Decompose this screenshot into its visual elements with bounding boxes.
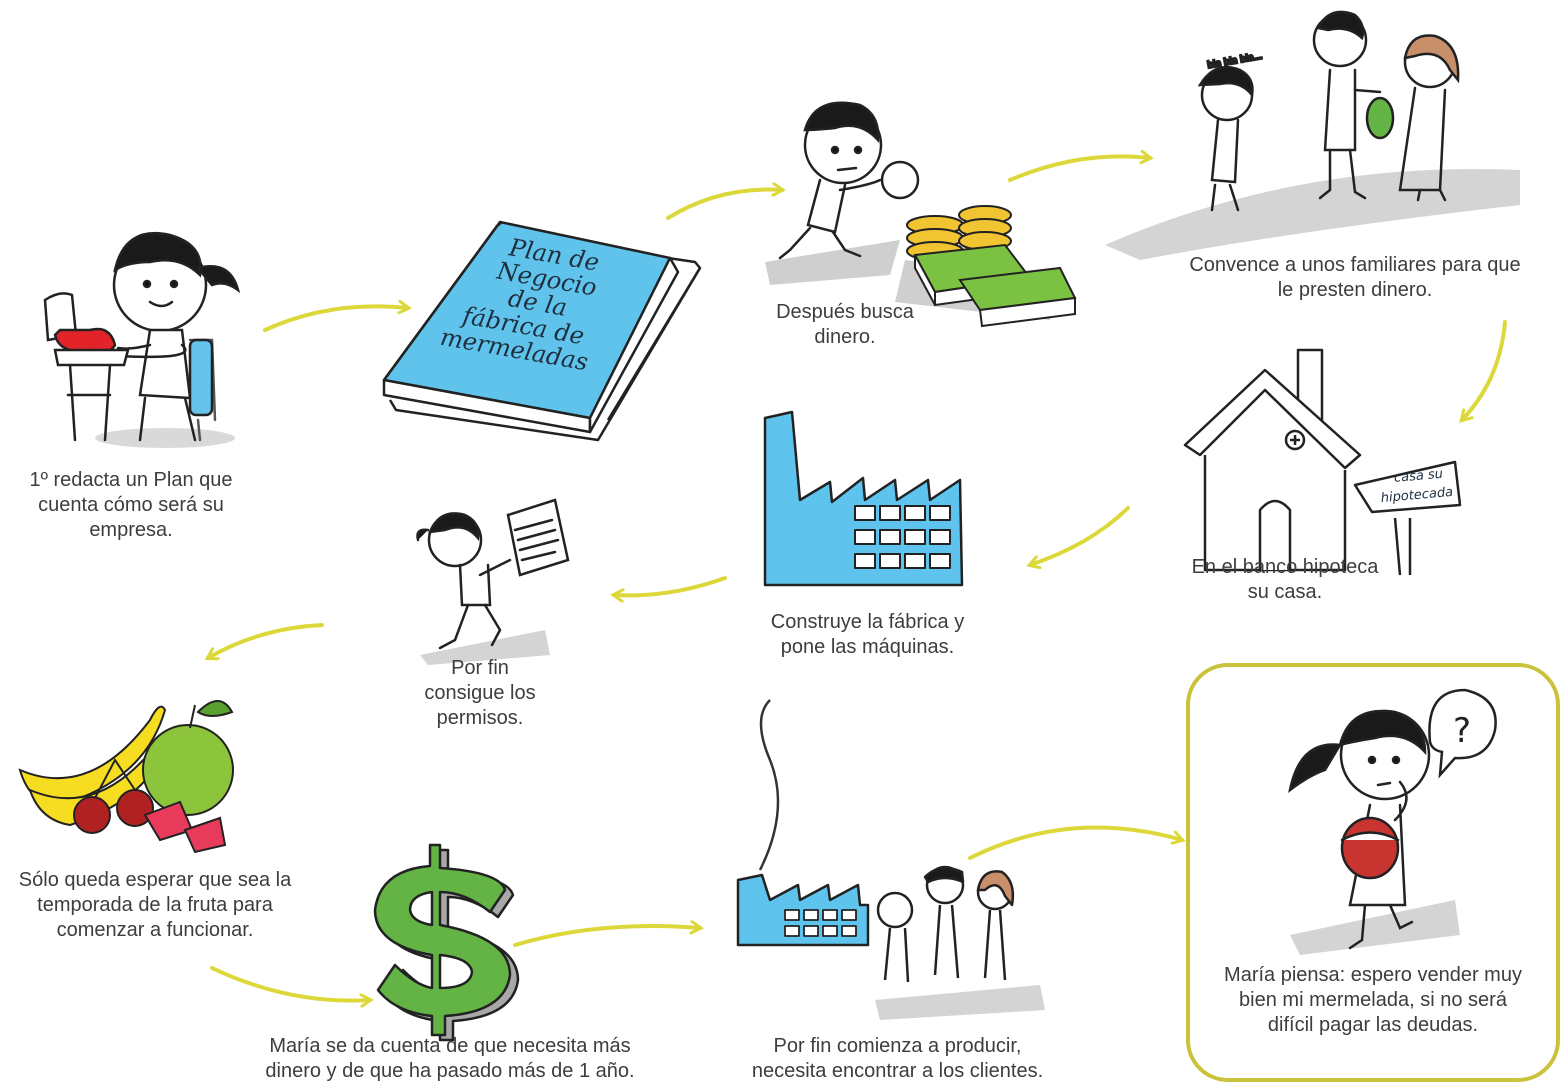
business-plan-book-icon — [382, 220, 702, 442]
family-loan-icon: bla bla bla... — [1105, 10, 1520, 260]
caption-plan: 1º redacta un Plan que cuenta cómo será … — [29, 469, 233, 541]
arrow-producir-to-piensa — [968, 825, 1182, 860]
caption-producir: Por fin comienza a producir, necesita en… — [751, 1035, 1044, 1082]
arrow-plan-to-book — [263, 306, 408, 332]
caption-busca: Después busca dinero. — [776, 301, 914, 348]
thought-question-mark: ? — [1453, 711, 1471, 751]
arrow-banco-to-fabrica — [1030, 506, 1130, 565]
factory-icon — [763, 410, 964, 587]
money-stack-icon — [895, 205, 1077, 328]
permit-girl-icon — [416, 498, 570, 665]
caption-piensa: María piensa: espero vender muy bien mi … — [1224, 964, 1522, 1036]
arrow-familiares-to-banco — [1462, 320, 1507, 420]
thinking-girl-icon — [1288, 688, 1497, 955]
final-frame — [1186, 663, 1560, 1082]
arrow-fruta-to-dinero — [210, 966, 370, 1001]
caption-fabrica: Construye la fábrica y pone las máquinas… — [770, 611, 965, 658]
dollar-icon — [373, 843, 520, 1042]
house-sign: casa su hipotecada — [1380, 467, 1454, 506]
caption-banco: En el banco hipoteca su casa. — [1191, 556, 1379, 603]
caption-dinero: María se da cuenta de que necesita más d… — [265, 1035, 635, 1082]
arrow-busca-to-familiares — [1008, 156, 1150, 182]
caption-fruta: Sólo queda esperar que sea la temporada … — [18, 869, 292, 941]
arrow-fabrica-to-permisos — [614, 576, 727, 595]
arrow-permisos-to-fruta — [208, 623, 324, 658]
arrow-book-to-busca — [666, 190, 782, 220]
sign-line-2: hipotecada — [1380, 485, 1454, 506]
magnifier-girl-icon — [765, 101, 920, 285]
caption-permisos: Por fin consigue los permisos. — [424, 657, 536, 729]
girl-typing-icon — [43, 231, 241, 448]
caption-familiares: Convence a unos familiares para que le p… — [1189, 254, 1521, 301]
producing-factory-icon — [736, 699, 1045, 1020]
sign-line-1: casa su — [1393, 467, 1443, 486]
arrow-dinero-to-producir — [513, 926, 700, 947]
house-mortgage-icon — [1183, 348, 1462, 576]
flow-arrows — [208, 156, 1507, 1001]
fruit-icon — [18, 700, 234, 854]
